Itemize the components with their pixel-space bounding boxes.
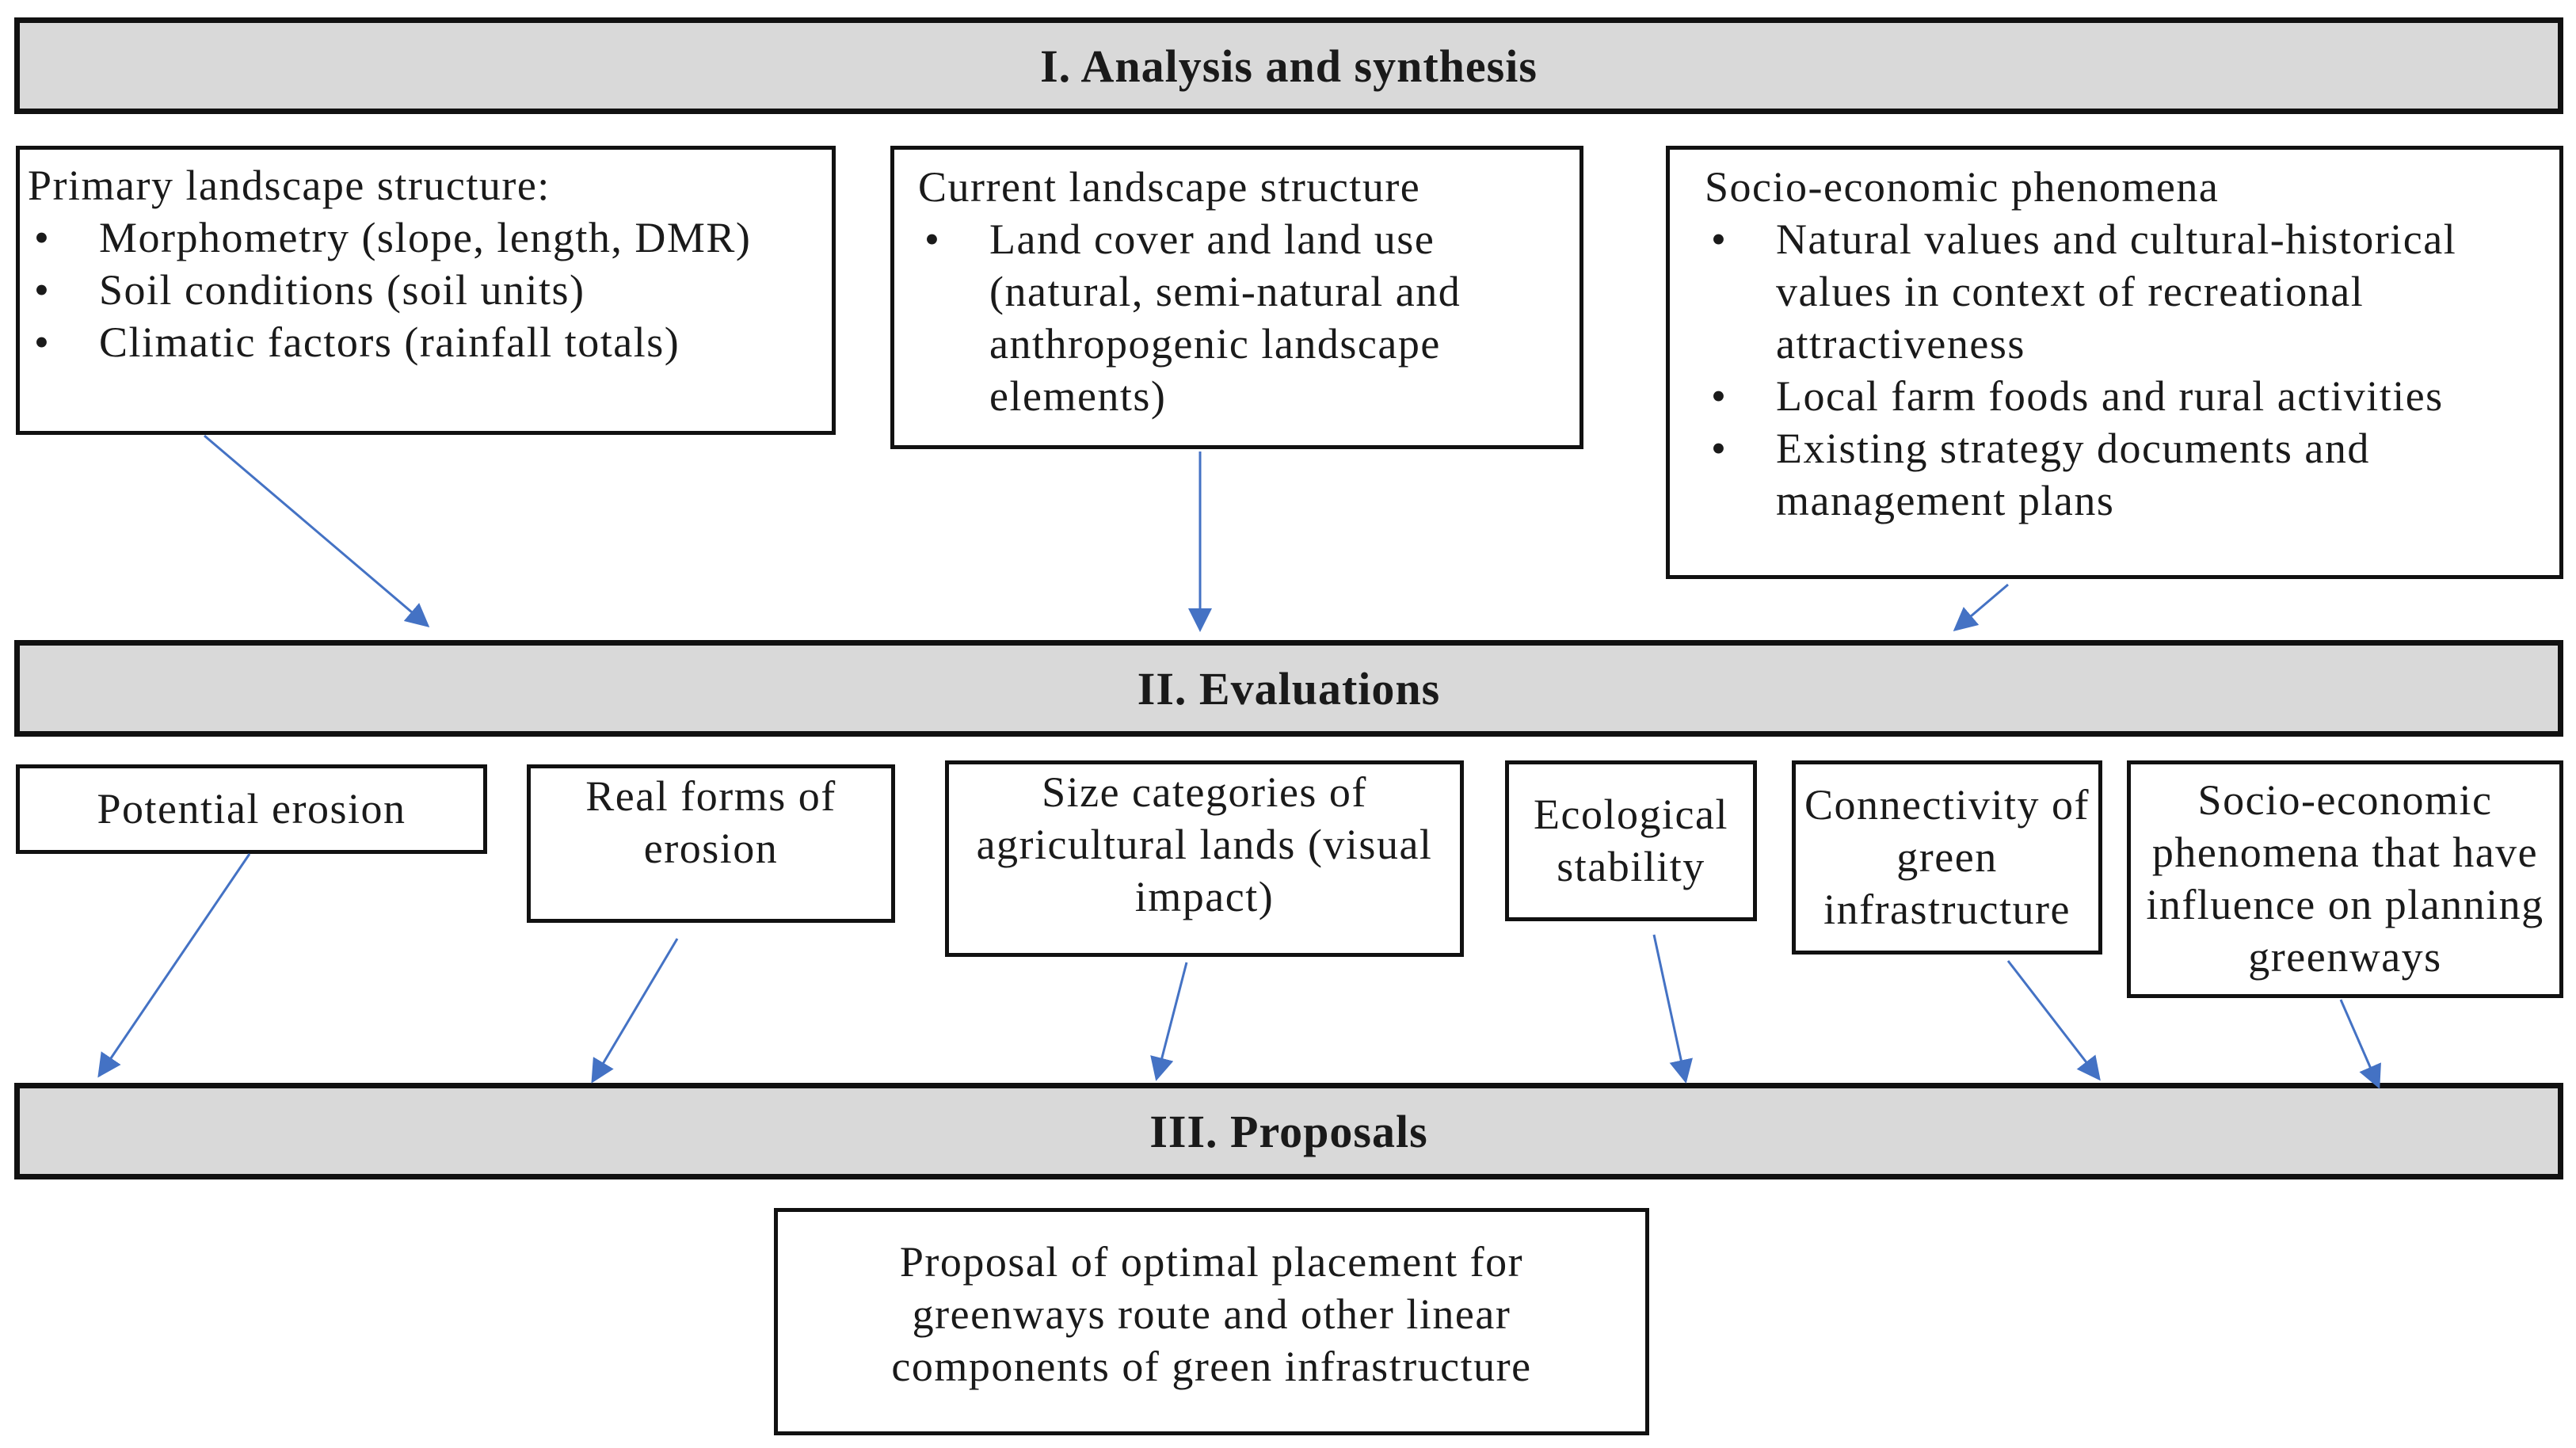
stage-analysis-band: I. Analysis and synthesis bbox=[14, 17, 2563, 114]
eval-label: Ecological stability bbox=[1534, 791, 1728, 890]
socio-economic-heading: Socio-economic phenomena bbox=[1705, 163, 2220, 211]
stage-proposals-title: III. Proposals bbox=[1149, 1105, 1428, 1157]
eval-ecological-stability-box: Ecological stability bbox=[1505, 760, 1757, 921]
proposal-output-box: Proposal of optimal placement for greenw… bbox=[774, 1208, 1649, 1435]
list-item: Existing strategy documents and manageme… bbox=[1705, 422, 2544, 527]
current-structure-list: Land cover and land use (natural, semi-n… bbox=[918, 213, 1556, 422]
list-item: Natural values and cultural-historical v… bbox=[1705, 213, 2544, 370]
eval-label: Real forms of erosion bbox=[585, 772, 836, 872]
eval-socio-economic-box: Socio-economic phenomena that have influ… bbox=[2127, 760, 2563, 998]
socio-economic-box: Socio-economic phenomena Natural values … bbox=[1666, 146, 2563, 579]
current-structure-box: Current landscape structure Land cover a… bbox=[890, 146, 1583, 449]
primary-structure-list: Morphometry (slope, length, DMR) Soil co… bbox=[28, 211, 824, 368]
stage-evaluations-title: II. Evaluations bbox=[1137, 662, 1441, 714]
list-item: Land cover and land use (natural, semi-n… bbox=[918, 213, 1556, 422]
eval-label: Potential erosion bbox=[97, 785, 406, 833]
primary-structure-heading: Primary landscape structure: bbox=[28, 162, 551, 209]
arrow-primary-to-evaluations bbox=[204, 434, 430, 627]
list-item: Morphometry (slope, length, DMR) bbox=[28, 211, 824, 264]
eval-real-erosion-box: Real forms of erosion bbox=[527, 764, 895, 923]
eval-label: Connectivity of green infrastructure bbox=[1804, 781, 2090, 933]
proposal-output-text: Proposal of optimal placement for greenw… bbox=[891, 1238, 1532, 1390]
list-item: Climatic factors (rainfall totals) bbox=[28, 316, 824, 368]
arrow-socio-to-evaluations bbox=[1953, 583, 2009, 631]
arrow-socio-eval-to-proposals bbox=[2339, 999, 2381, 1089]
arrow-ecological-stability-to-proposals bbox=[1652, 934, 1693, 1084]
stage-evaluations-band: II. Evaluations bbox=[14, 640, 2563, 737]
arrow-size-categories-to-proposals bbox=[1150, 962, 1188, 1081]
primary-structure-box: Primary landscape structure: Morphometry… bbox=[16, 146, 836, 435]
eval-label: Socio-economic phenomena that have influ… bbox=[2146, 776, 2544, 981]
arrow-real-erosion-to-proposals bbox=[591, 938, 679, 1084]
current-structure-heading: Current landscape structure bbox=[918, 163, 1421, 211]
eval-connectivity-box: Connectivity of green infrastructure bbox=[1792, 760, 2102, 955]
arrow-connectivity-to-proposals bbox=[2006, 960, 2101, 1081]
stage-analysis-title: I. Analysis and synthesis bbox=[1040, 40, 1538, 92]
eval-potential-erosion-box: Potential erosion bbox=[16, 764, 487, 854]
arrow-potential-erosion-to-proposals bbox=[97, 853, 251, 1078]
list-item: Local farm foods and rural activities bbox=[1705, 370, 2544, 422]
eval-size-categories-box: Size categories of agricultural lands (v… bbox=[945, 760, 1464, 957]
eval-label: Size categories of agricultural lands (v… bbox=[976, 768, 1433, 920]
list-item: Soil conditions (soil units) bbox=[28, 264, 824, 316]
stage-proposals-band: III. Proposals bbox=[14, 1083, 2563, 1179]
socio-economic-list: Natural values and cultural-historical v… bbox=[1705, 213, 2544, 527]
